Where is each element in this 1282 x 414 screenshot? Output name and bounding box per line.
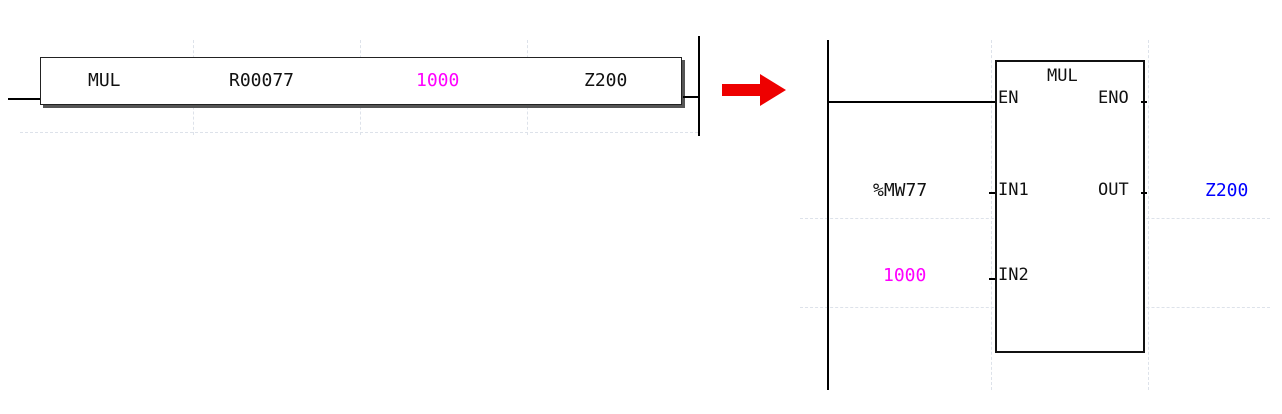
operand-constant: 1000 [416,70,460,91]
input2-value[interactable]: 1000 [883,265,927,286]
input1-value[interactable]: %MW77 [873,180,928,201]
grid-line [991,40,992,390]
operand-dest: Z200 [584,70,628,91]
rung-line-left [8,98,42,100]
right-arrow-icon [722,74,786,106]
grid-line [1148,40,1149,390]
right-power-rail [698,36,700,136]
pin-out-label: OUT [1098,180,1129,200]
pin-in2-stub [989,278,995,280]
pin-in2-label: IN2 [998,265,1029,285]
left-power-rail [827,40,829,390]
pin-in1-stub [989,192,995,194]
grid-line [20,132,698,133]
function-block-mul[interactable] [995,60,1145,353]
output-value[interactable]: Z200 [1205,180,1249,201]
en-connection-line [829,101,995,103]
pin-in1-label: IN1 [998,180,1029,200]
pin-en-label: EN [998,88,1019,108]
rung-line-right [683,96,699,98]
pin-eno-stub [1141,101,1147,103]
block-name: MUL [1047,66,1078,86]
pin-out-stub [1141,192,1147,194]
instruction-box[interactable] [40,57,682,105]
pin-eno-label: ENO [1098,88,1129,108]
instruction-name: MUL [88,70,121,91]
operand-source: R00077 [229,70,295,91]
